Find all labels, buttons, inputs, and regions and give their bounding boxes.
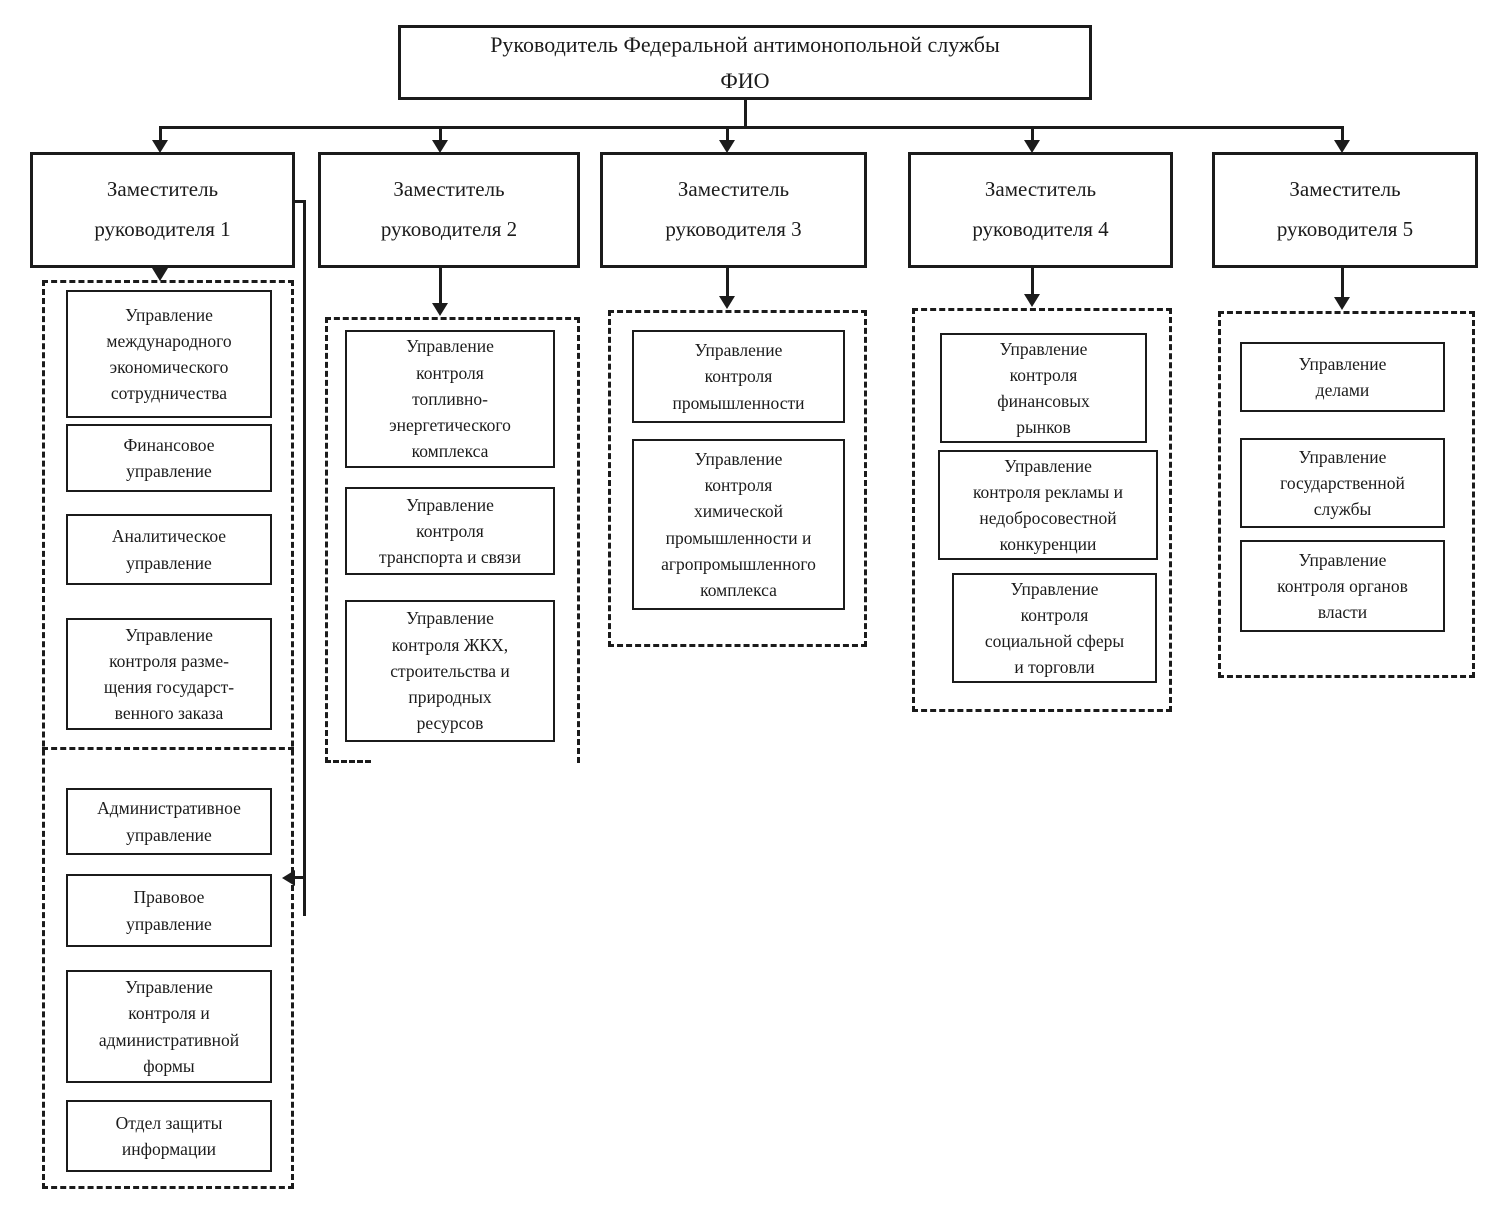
unit-box-analytics: Аналитическое управление <box>66 514 272 585</box>
unit-box-state-order-control: Управление контроля разме- щения государ… <box>66 618 272 730</box>
group-frame-2-bottom-segment <box>325 760 371 763</box>
unit-box-affairs: Управление делами <box>1240 342 1445 412</box>
arrow-down-icon <box>1334 297 1350 310</box>
connector-deputy2-drop <box>439 268 442 305</box>
arrow-down-icon <box>719 296 735 309</box>
deputy-box-3: Заместитель руководителя 3 <box>600 152 867 268</box>
unit-box-international-cooperation: Управление международного экономического… <box>66 290 272 418</box>
unit-box-social-trade: Управление контроля социальной сферы и т… <box>952 573 1157 683</box>
arrow-down-icon <box>1024 294 1040 307</box>
connector-bus-line <box>160 126 1344 129</box>
unit-box-chemical-agro: Управление контроля химической промышлен… <box>632 439 845 610</box>
unit-box-authority-control: Управление контроля органов власти <box>1240 540 1445 632</box>
unit-box-housing-construction: Управление контроля ЖКХ, строительства и… <box>345 600 555 742</box>
connector-deputy1-side-v <box>303 200 306 916</box>
unit-box-industry-control: Управление контроля промышленности <box>632 330 845 423</box>
deputy-box-4: Заместитель руководителя 4 <box>908 152 1173 268</box>
arrow-down-icon <box>432 140 448 153</box>
arrow-down-icon <box>152 140 168 153</box>
connector-bus-drop-5 <box>1341 126 1344 142</box>
group-frame-5 <box>1218 311 1475 678</box>
group-frame-4 <box>912 308 1172 712</box>
group-frame-2 <box>325 317 580 763</box>
arrow-down-icon <box>719 140 735 153</box>
connector-deputy3-drop <box>726 268 729 298</box>
arrow-down-icon <box>1334 140 1350 153</box>
connector-deputy1-side-entry <box>293 876 305 879</box>
deputy-box-5: Заместитель руководителя 5 <box>1212 152 1478 268</box>
unit-box-advertising-competition: Управление контроля рекламы и недобросов… <box>938 450 1158 560</box>
arrow-down-icon <box>152 268 168 281</box>
deputy-box-1: Заместитель руководителя 1 <box>30 152 295 268</box>
arrow-down-icon <box>432 303 448 316</box>
unit-box-fuel-energy: Управление контроля топливно- энергетиче… <box>345 330 555 468</box>
group-frame-3 <box>608 310 867 647</box>
unit-box-finance: Финансовое управление <box>66 424 272 492</box>
deputy-box-2: Заместитель руководителя 2 <box>318 152 580 268</box>
connector-deputy4-drop <box>1031 268 1034 296</box>
connector-root-stub <box>744 100 747 128</box>
group-frame-1-divider <box>42 747 294 750</box>
connector-bus-drop-3 <box>726 126 729 142</box>
unit-box-transport-communications: Управление контроля транспорта и связи <box>345 487 555 575</box>
unit-box-information-security: Отдел защиты информации <box>66 1100 272 1172</box>
unit-box-legal: Правовое управление <box>66 874 272 947</box>
connector-bus-drop-1 <box>159 126 162 142</box>
unit-box-control-admin-form: Управление контроля и административной ф… <box>66 970 272 1083</box>
connector-bus-drop-4 <box>1031 126 1034 142</box>
unit-box-civil-service: Управление государственной службы <box>1240 438 1445 528</box>
root-box: Руководитель Федеральной антимонопольной… <box>398 25 1092 100</box>
unit-box-financial-markets: Управление контроля финансовых рынков <box>940 333 1147 443</box>
connector-deputy1-side-h <box>295 200 306 203</box>
group-frame-1 <box>42 280 294 1189</box>
connector-deputy5-drop <box>1341 268 1344 299</box>
arrow-down-icon <box>1024 140 1040 153</box>
connector-bus-drop-2 <box>439 126 442 142</box>
unit-box-administrative: Административное управление <box>66 788 272 855</box>
